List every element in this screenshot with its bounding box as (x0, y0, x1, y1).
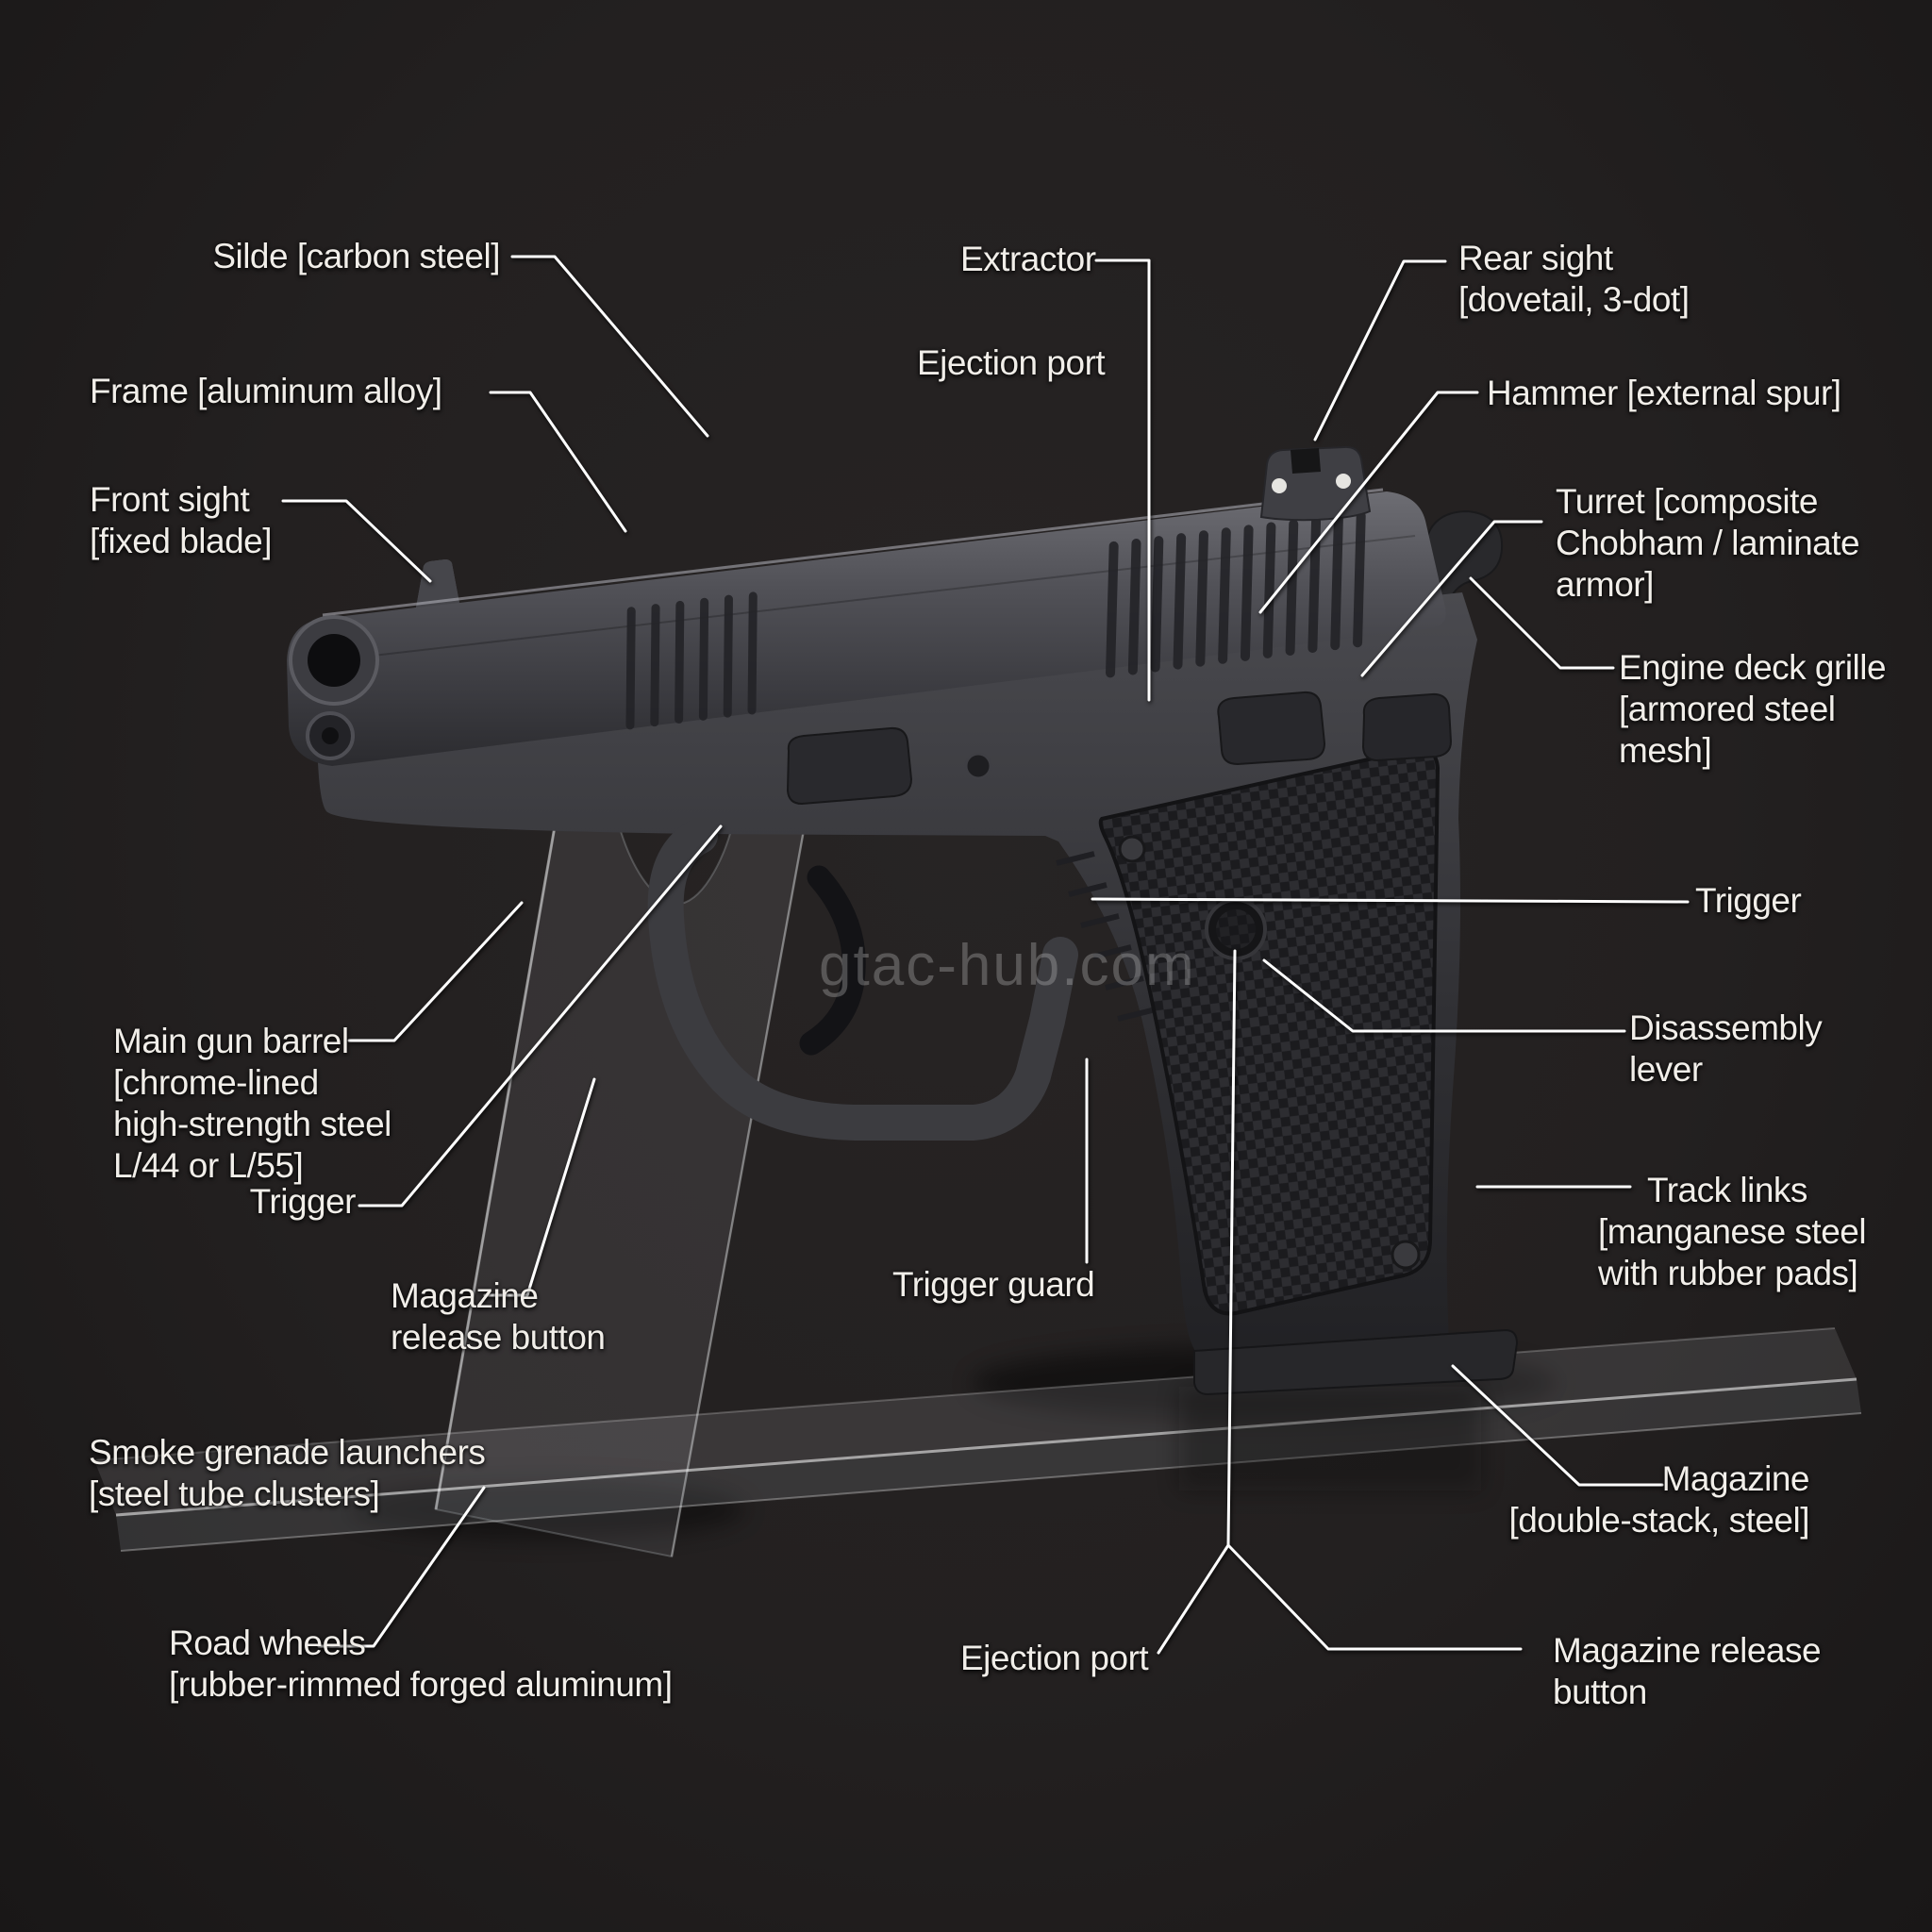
magazine-base-plate (1193, 1328, 1519, 1396)
leader-magazine-release-left (483, 1077, 596, 1297)
leader-slide (510, 255, 709, 438)
takedown-lever (786, 726, 913, 806)
pistol-trigger-guard (647, 818, 1078, 1141)
frontstrap-serrations (1056, 851, 1157, 1022)
leader-hammer (1258, 391, 1479, 614)
leader-ejection-port-bottom (1157, 1543, 1230, 1655)
slide-front-serrations (625, 591, 758, 730)
leader-trigger-left (358, 824, 723, 1208)
pistol-rear-sight (1259, 445, 1372, 522)
front-sight-blade (416, 559, 459, 608)
magazine-release-button-texture (1216, 909, 1256, 949)
leader-frame (489, 391, 627, 533)
label-slide-line: Silde [carbon steel] (212, 237, 500, 275)
rear-sight-dot-right (1336, 474, 1351, 489)
stand-support-edge-left (434, 788, 563, 1510)
leader-magazine-release-right (1226, 949, 1523, 1651)
label-front-sight: Front sight [fixed blade] (90, 480, 273, 560)
grip-screw-bottom (1391, 1240, 1421, 1270)
label-frame: Frame [aluminum alloy] (90, 371, 442, 412)
leader-disassembly-lever (1262, 958, 1626, 1033)
stand-base-edge-bottom (120, 1412, 1862, 1552)
leader-engine-deck-grille (1469, 576, 1615, 670)
label-turret: Turret [composite Chobham / laminate arm… (1556, 482, 1860, 604)
slide-rear-serrations (1106, 510, 1366, 678)
leader-magazine (1451, 1364, 1664, 1487)
label-trigger-guard: Trigger guard (892, 1265, 1095, 1304)
muzzle-bore (308, 634, 360, 687)
label-road-wheels: Road wheels [rubber-rimmed forged alumin… (169, 1624, 673, 1704)
label-engine-deck-grille: Engine deck grille [armored steel mesh] (1619, 648, 1887, 770)
stand-base-edge-back (93, 1327, 1836, 1461)
label-disassembly-lever: Disassembly lever (1629, 1008, 1823, 1089)
pistol (287, 445, 1519, 1396)
label-hammer: Hammer [external spur] (1487, 374, 1841, 412)
frame-pin (964, 752, 992, 780)
label-ejection-port-bottom: Ejection port (960, 1639, 1149, 1677)
label-magazine-release-left: Magazine release button (391, 1276, 606, 1357)
rear-sight-dot-left (1272, 478, 1287, 493)
label-ejection-port-top: Ejection port (917, 343, 1106, 382)
pistol-grip-panel (1098, 746, 1441, 1316)
label-smoke-grenade-launchers: Smoke grenade launchers [steel tube clus… (89, 1433, 486, 1513)
guide-rod-center (322, 727, 339, 744)
label-trigger-right: Trigger (1695, 881, 1802, 920)
label-track-links: Track links [manganese steel with rubber… (1598, 1171, 1867, 1292)
leader-main-gun-barrel (347, 901, 524, 1042)
stand-support-edge-right (670, 829, 806, 1557)
decocking-lever (1217, 691, 1326, 766)
label-extractor: Extractor (960, 240, 1096, 278)
stand-base-edge-front (115, 1377, 1857, 1517)
watermark: gtac-hub.com (819, 933, 1196, 998)
slide-stop-lever (1361, 692, 1453, 762)
label-magazine: Magazine [double-stack, steel] (1508, 1459, 1809, 1540)
label-slide: Silde [carbon steel] (212, 236, 500, 277)
leader-extractor (1094, 258, 1151, 702)
label-magazine-release-right: Magazine release button (1553, 1631, 1822, 1711)
label-frame-line: Frame [aluminum alloy] (90, 372, 442, 410)
leader-trigger-right (1091, 897, 1690, 904)
leader-lines (281, 255, 1690, 1655)
pistol-trigger (799, 865, 866, 1056)
slide-top-highlight (322, 488, 1384, 617)
leader-turret (1360, 520, 1543, 677)
slide-crease (331, 535, 1416, 661)
label-rear-sight: Rear sight [dovetail, 3-dot] (1458, 239, 1690, 319)
leader-road-wheels (317, 1486, 486, 1648)
label-trigger-left: Trigger (249, 1182, 357, 1221)
grip-reflection (1179, 1387, 1481, 1491)
rear-sight-notch (1291, 448, 1321, 474)
grip-screw-top (1118, 835, 1146, 863)
stand-shadow (349, 1479, 745, 1540)
label-main-gun-barrel: Main gun barrel [chrome-lined high-stren… (113, 1022, 391, 1185)
slide-serrations (625, 510, 1366, 730)
leader-rear-sight (1313, 259, 1447, 441)
leader-front-sight (281, 499, 432, 583)
